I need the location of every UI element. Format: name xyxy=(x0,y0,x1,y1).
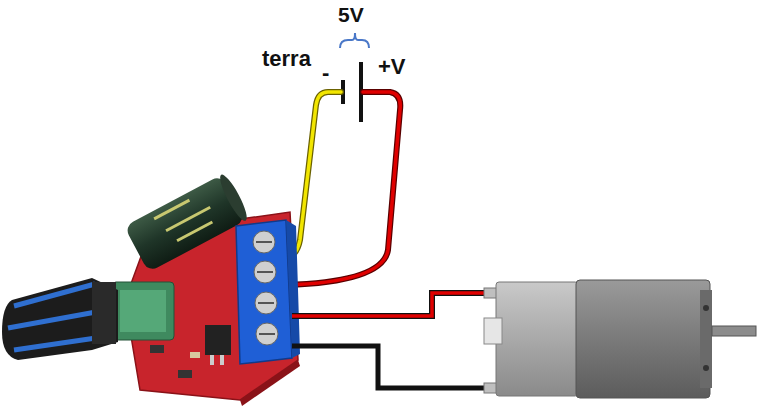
knob-stripe xyxy=(14,284,95,306)
knob xyxy=(2,278,118,360)
motor-screw xyxy=(703,305,709,311)
motor-screw xyxy=(703,365,709,371)
mosfet xyxy=(205,325,231,355)
black-wire xyxy=(292,346,486,388)
knob-collar xyxy=(92,282,116,344)
wire-label: +V xyxy=(378,56,406,78)
mosfet-pin xyxy=(210,355,214,365)
motor-bushing xyxy=(484,318,502,344)
red-wire xyxy=(292,293,486,316)
wire-label: - xyxy=(322,62,329,84)
wire-label: 5V xyxy=(338,4,364,25)
capacitor xyxy=(124,172,251,272)
smd-part xyxy=(150,345,164,353)
terminal-block xyxy=(236,220,292,364)
potentiometer xyxy=(120,290,166,332)
motor-face xyxy=(700,290,712,388)
motor-body xyxy=(576,280,710,398)
knob-stripe xyxy=(8,312,96,328)
wire-label: terra xyxy=(262,48,311,70)
red-wire xyxy=(286,92,400,285)
smd-part xyxy=(190,352,200,358)
red-wire xyxy=(286,92,400,285)
red-wire xyxy=(292,293,486,316)
smd-part xyxy=(178,370,192,378)
pcb-edge xyxy=(240,360,300,406)
motor-shaft xyxy=(712,326,756,336)
mosfet-pin xyxy=(220,355,224,365)
motor-endcap xyxy=(496,282,578,396)
terminal-block xyxy=(286,220,300,358)
terminal-screw xyxy=(253,231,278,345)
potentiometer xyxy=(112,282,174,340)
brace xyxy=(340,33,369,48)
knob-stripe xyxy=(14,338,96,350)
